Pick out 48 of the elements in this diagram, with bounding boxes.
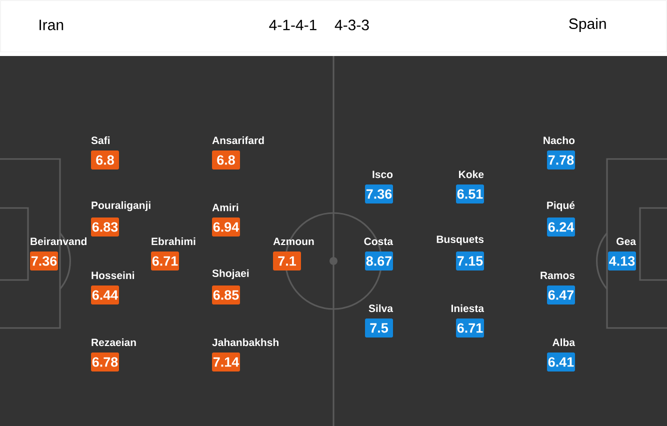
- rating-badge: 6.71: [456, 318, 484, 338]
- player-name: Ansarifard: [212, 136, 264, 144]
- player-name: Ramos: [540, 272, 575, 280]
- rating-badge: 6.8: [91, 150, 119, 170]
- rating-badge: 4.13: [608, 252, 636, 270]
- player-name: Alba: [552, 338, 576, 346]
- rating-badge: 6.41: [547, 352, 575, 372]
- player-name: Rezaeian: [92, 338, 136, 346]
- player-name: Nacho: [544, 136, 575, 144]
- player-name: Ebrahimi: [152, 237, 196, 246]
- rating-badge: 6.85: [212, 286, 240, 304]
- rating-badge: 7.1: [273, 252, 301, 270]
- rating-badge: 7.36: [30, 252, 58, 270]
- player-name: Azmoun: [273, 238, 314, 246]
- player-name: Koke: [459, 170, 484, 178]
- rating-badge: 6.78: [91, 352, 119, 372]
- rating-badge: 6.71: [151, 252, 179, 270]
- player-name: Beiranvand: [30, 237, 86, 246]
- rating-badge: 7.36: [365, 184, 393, 204]
- rating-badge: 6.83: [91, 218, 119, 236]
- rating-badge: 7.15: [456, 252, 484, 270]
- rating-badge: 7.78: [547, 150, 575, 170]
- player-name: Safi: [91, 136, 110, 144]
- player-name: Piqué: [547, 201, 575, 212]
- player-name: Costa: [364, 238, 394, 246]
- player-name: Hosseini: [92, 271, 134, 280]
- player-name: Pouraliganji: [92, 201, 150, 212]
- player-name: Silva: [368, 304, 394, 312]
- rating-badge: 8.67: [365, 252, 393, 270]
- player-name: Busquets: [436, 236, 484, 246]
- rating-badge: 6.24: [547, 218, 575, 236]
- formation-label: 4-1-4-1: [269, 20, 316, 30]
- rating-badge: 6.47: [547, 286, 575, 304]
- player-name: Isco: [372, 170, 393, 178]
- team-name: Spain: [569, 18, 606, 32]
- rating-badge: 6.51: [456, 184, 484, 204]
- rating-badge: 7.5: [365, 318, 393, 338]
- rating-badge: 6.8: [212, 150, 240, 170]
- rating-badge: 6.44: [91, 286, 119, 304]
- team-name: Iran: [40, 20, 64, 30]
- player-name: Gea: [616, 238, 636, 246]
- player-name: Iniesta: [451, 304, 484, 312]
- rating-badge: 6.94: [212, 218, 240, 236]
- player-name: Amiri: [212, 204, 238, 212]
- formation-label: 4-3-3: [334, 20, 369, 30]
- rating-badge: 7.14: [212, 352, 240, 372]
- player-name: Jahanbakhsh: [212, 338, 278, 346]
- player-name: Shojaei: [212, 269, 249, 280]
